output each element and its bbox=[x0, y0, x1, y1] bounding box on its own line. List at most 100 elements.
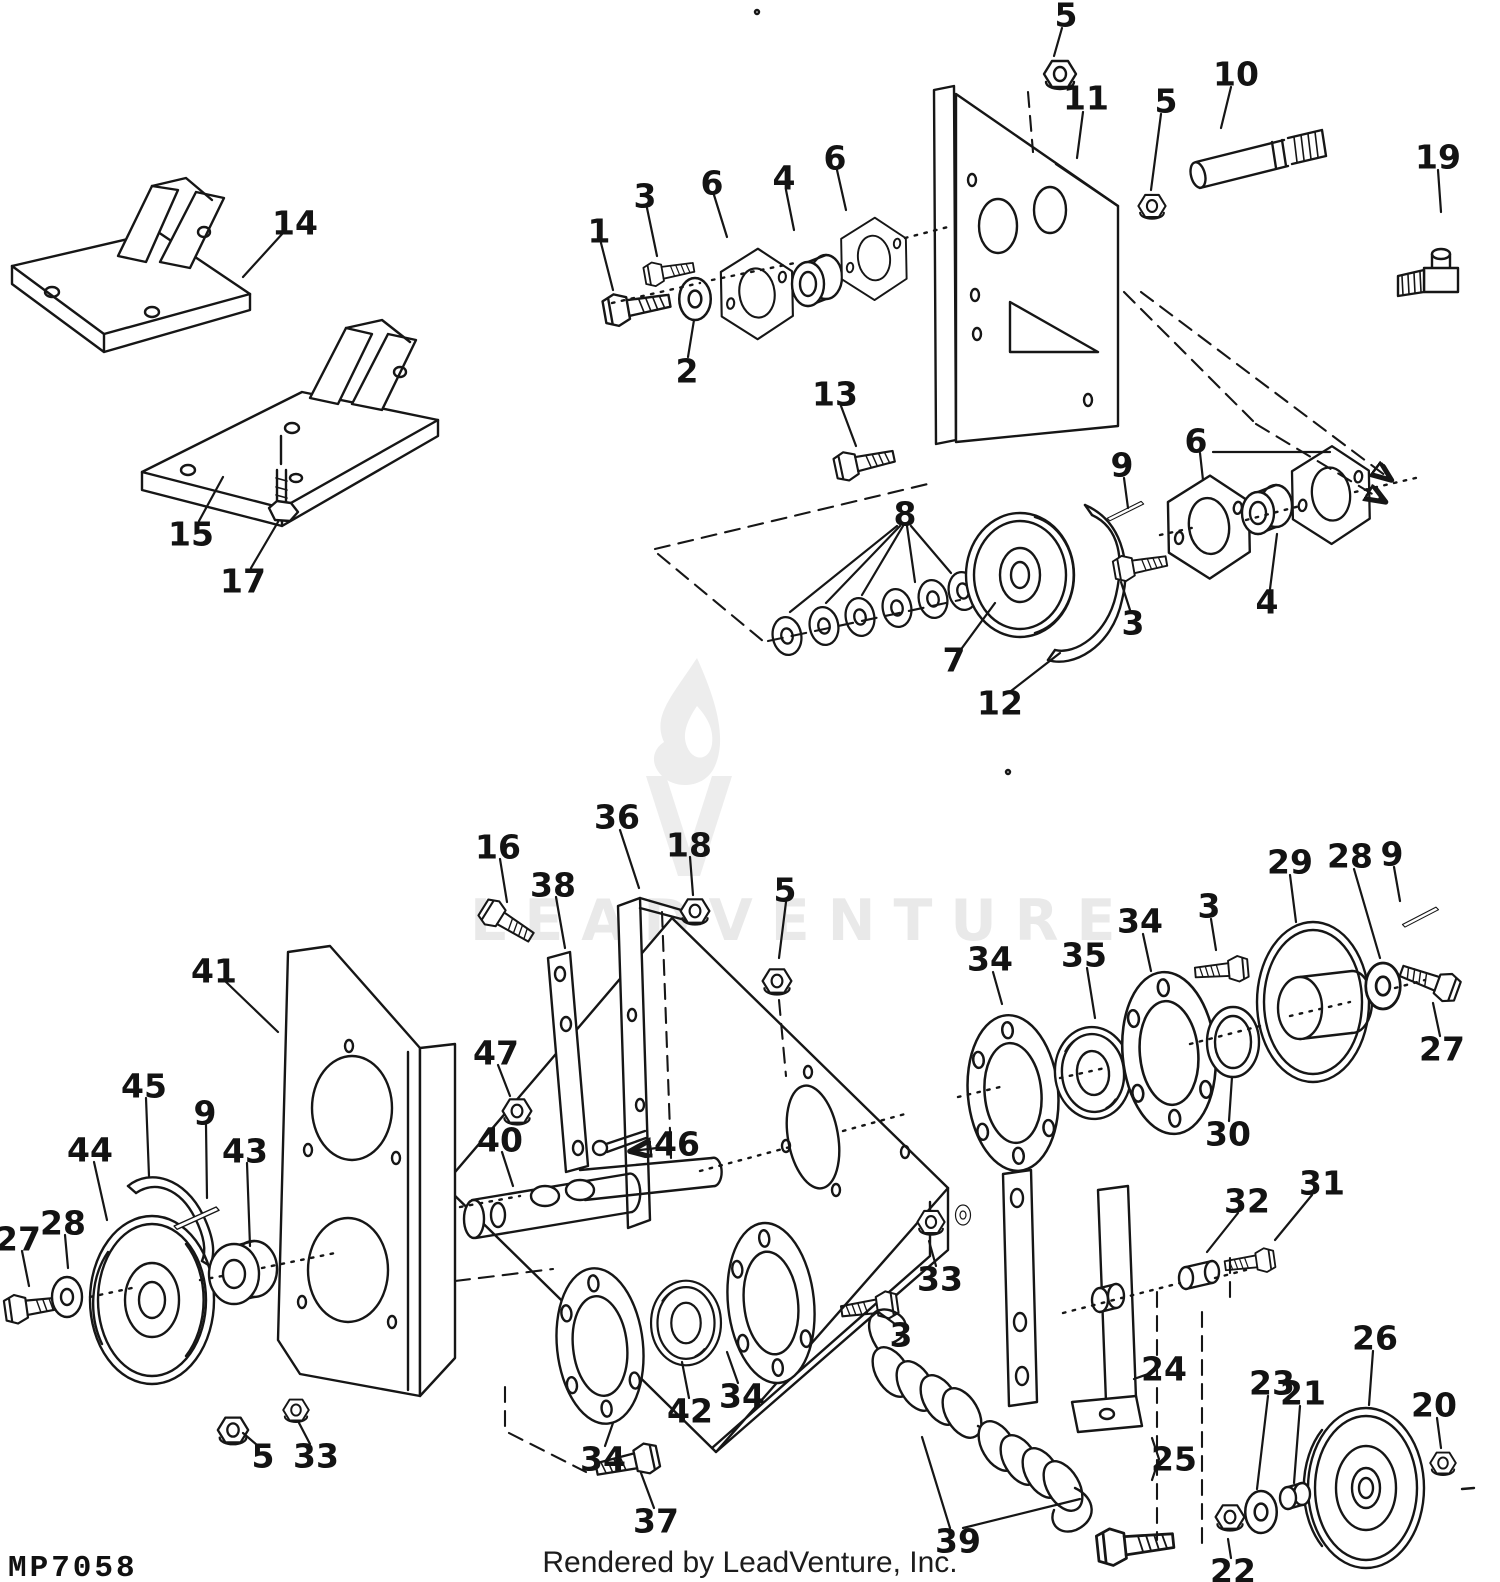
leader-line bbox=[599, 241, 615, 292]
callout-38: 38 bbox=[530, 866, 576, 950]
callout-6: 6 bbox=[824, 139, 848, 212]
callout-3: 3 bbox=[1198, 887, 1221, 952]
leader-line bbox=[144, 1096, 151, 1178]
leader-line bbox=[1227, 1075, 1234, 1123]
part-number-label: 33 bbox=[917, 1260, 963, 1299]
part-number-label: 3 bbox=[1198, 887, 1221, 926]
part-number-label: 40 bbox=[477, 1121, 523, 1160]
callout-27: 27 bbox=[0, 1220, 41, 1288]
leader-line bbox=[784, 188, 796, 232]
part-number-label: 8 bbox=[894, 495, 917, 534]
part-number-label: 20 bbox=[1411, 1386, 1457, 1425]
part-number-label: 6 bbox=[1185, 422, 1208, 461]
leader-line bbox=[1009, 651, 1062, 693]
flange-6-icon bbox=[711, 242, 803, 345]
bracket-15-drawing bbox=[140, 318, 440, 528]
part-number-label: 14 bbox=[272, 204, 318, 243]
belt-guide-12-drawing bbox=[1046, 503, 1127, 663]
callout-46: 46 bbox=[632, 1125, 700, 1164]
leader-line bbox=[645, 206, 659, 258]
part-number-label: 4 bbox=[1256, 583, 1279, 622]
leader-line bbox=[496, 1063, 512, 1098]
springs-39-drawing bbox=[867, 1308, 1093, 1533]
callout-22: 22 bbox=[1210, 1537, 1256, 1582]
part-number-label: 42 bbox=[667, 1392, 713, 1431]
callout-19: 19 bbox=[1415, 138, 1461, 214]
leader-line bbox=[249, 520, 280, 570]
shaft-10-drawing bbox=[1189, 128, 1328, 190]
ring-30-icon bbox=[1205, 1005, 1261, 1079]
part-number-label: 46 bbox=[654, 1125, 700, 1164]
callout-6: 6 bbox=[701, 164, 729, 239]
callout-8: 8 bbox=[788, 495, 953, 614]
pulley-29-group bbox=[1255, 906, 1464, 1084]
leader-line bbox=[618, 828, 641, 890]
part-number-label: 16 bbox=[475, 828, 521, 867]
leader-line bbox=[1268, 532, 1279, 591]
leader-line bbox=[1367, 1349, 1375, 1407]
leader-line bbox=[204, 1123, 209, 1200]
leader-line bbox=[991, 970, 1004, 1006]
pulley-26-group bbox=[1094, 1406, 1457, 1570]
leader-line bbox=[603, 1421, 615, 1448]
part-number-label: 13 bbox=[812, 375, 858, 414]
part-number-label: 1 bbox=[588, 212, 611, 251]
render-credit: Rendered by LeadVenture, Inc. bbox=[542, 1546, 957, 1579]
leader-line bbox=[1205, 1211, 1240, 1254]
part-number-label: 5 bbox=[252, 1437, 275, 1476]
callout-47: 47 bbox=[473, 1034, 519, 1098]
leader-line bbox=[224, 980, 280, 1034]
spacer-21-drawing bbox=[1278, 1481, 1312, 1511]
part-number-label: 41 bbox=[191, 952, 237, 991]
leader-line bbox=[92, 1160, 109, 1222]
part-number-label: 10 bbox=[1213, 55, 1259, 94]
leader-line bbox=[197, 475, 225, 523]
nut-5d-icon bbox=[761, 968, 793, 996]
bushing-4-icon bbox=[790, 253, 844, 308]
callout-24: 24 bbox=[1132, 1350, 1187, 1389]
callout-4: 4 bbox=[773, 159, 796, 232]
callout-3: 3 bbox=[875, 1309, 912, 1355]
callout-12: 12 bbox=[977, 651, 1062, 723]
leader-line bbox=[835, 168, 848, 212]
part-number-label: 39 bbox=[935, 1522, 981, 1561]
part-number-label: 33 bbox=[293, 1437, 339, 1476]
leader-line bbox=[909, 524, 953, 575]
bolt-13-icon bbox=[831, 441, 898, 484]
spacer-32-drawing bbox=[1177, 1259, 1221, 1291]
part-number-label: 24 bbox=[1141, 1350, 1187, 1389]
pulley-44-group bbox=[2, 1176, 310, 1446]
part-number-label: 9 bbox=[1381, 835, 1404, 874]
callout-15: 15 bbox=[168, 475, 225, 554]
part-number-label: 34 bbox=[580, 1440, 626, 1479]
callout-11: 11 bbox=[1063, 79, 1109, 160]
callout-18: 18 bbox=[666, 826, 712, 897]
callout-44: 44 bbox=[67, 1131, 113, 1222]
plate-41-drawing bbox=[276, 944, 457, 1398]
callout-6: 6 bbox=[1185, 422, 1332, 482]
part-number-label: 27 bbox=[1419, 1030, 1465, 1069]
leader-line bbox=[1209, 917, 1218, 952]
key-9-icon bbox=[1104, 500, 1147, 522]
washer-23-icon bbox=[1243, 1489, 1279, 1535]
leader-line bbox=[1273, 1193, 1314, 1242]
part-number-label: 5 bbox=[1055, 0, 1078, 35]
leader-line bbox=[63, 1233, 70, 1270]
bracket-14-drawing bbox=[10, 176, 252, 354]
part-number-label: 11 bbox=[1063, 79, 1109, 118]
part-number-label: 34 bbox=[719, 1377, 765, 1416]
callout-25: 25 bbox=[1150, 1436, 1197, 1482]
callout-16: 16 bbox=[475, 828, 521, 904]
part-number-label: 6 bbox=[824, 139, 847, 178]
callout-29: 29 bbox=[1267, 843, 1313, 924]
leader-line bbox=[1431, 1001, 1442, 1038]
leader-line bbox=[245, 1161, 252, 1248]
callout-9: 9 bbox=[194, 1094, 216, 1200]
part-number-label: 34 bbox=[967, 940, 1013, 979]
leader-line bbox=[1119, 580, 1132, 612]
nut-22-icon bbox=[1214, 1504, 1246, 1532]
part-number-label: 5 bbox=[774, 871, 797, 910]
leader-line bbox=[1122, 476, 1130, 510]
